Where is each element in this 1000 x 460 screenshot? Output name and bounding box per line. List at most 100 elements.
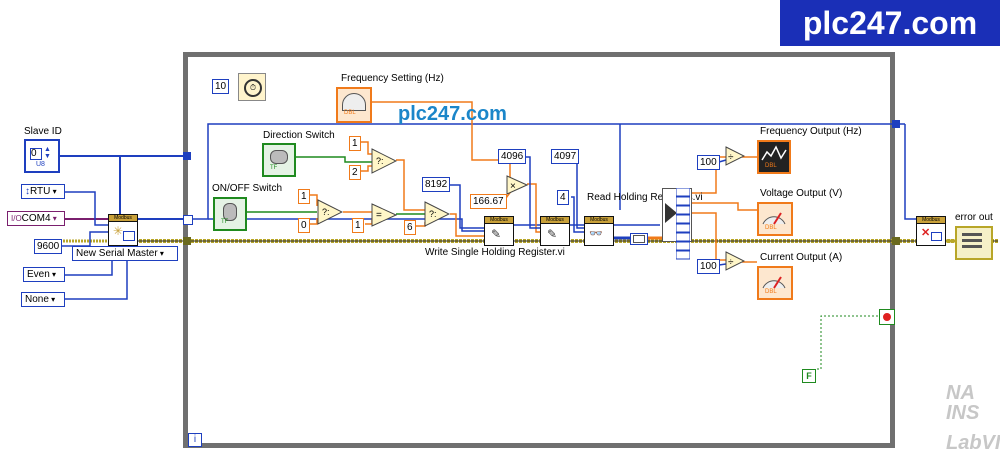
type-dbl-label: DBL: [765, 163, 777, 169]
const-1a[interactable]: 1: [349, 136, 361, 151]
knob-icon: [342, 93, 366, 111]
iteration-terminal: i: [188, 433, 202, 447]
mode-ring[interactable]: ↕RTU ▾: [21, 184, 65, 199]
while-loop-frame: [183, 52, 895, 448]
cluster-icon: [962, 233, 982, 236]
to-double-conversion[interactable]: [630, 233, 648, 245]
serial-port-icon: [931, 232, 942, 241]
slave-id-type: U8: [36, 161, 45, 168]
parity-ring[interactable]: Even ▾: [23, 267, 65, 282]
write-single-register-vi-2[interactable]: Modbus ✎: [540, 216, 570, 246]
baud-constant[interactable]: 9600: [34, 239, 63, 254]
type-dbl-label: DBL: [765, 289, 777, 295]
master-type-ring[interactable]: New Serial Master ▾: [72, 246, 178, 261]
type-bool-label: TF: [270, 165, 278, 171]
write-single-register-vi-1[interactable]: Modbus ✎: [484, 216, 514, 246]
equal-function[interactable]: =: [371, 203, 397, 227]
slave-id-value: 0: [30, 148, 42, 160]
close-master-vi[interactable]: Modbus ✕: [916, 216, 946, 246]
slave-id-control[interactable]: 0 ▲▼ U8: [24, 139, 60, 173]
select-function-3[interactable]: ?:: [424, 201, 450, 227]
on-off-switch-label: ON/OFF Switch: [212, 183, 283, 194]
dropdown-arrow-icon: ▾: [48, 295, 56, 304]
flow-ring[interactable]: None ▾: [21, 292, 65, 307]
const-2[interactable]: 2: [349, 165, 361, 180]
voltage-output-indicator: DBL: [757, 202, 793, 236]
dropdown-arrow-icon: ▾: [50, 214, 57, 223]
vi-header: Modbus: [917, 217, 945, 224]
const-8192[interactable]: 8192: [422, 177, 451, 192]
serial-port-icon: [123, 231, 135, 241]
array-icon: [633, 235, 645, 243]
vi-header: Modbus: [485, 217, 513, 224]
error-tunnel-in: [183, 237, 191, 245]
master-tunnel-out: [892, 120, 900, 128]
index-outputs: [675, 187, 691, 268]
svg-text:÷: ÷: [728, 152, 734, 163]
select-function-2[interactable]: ?:: [317, 199, 343, 225]
frequency-setting-label: Frequency Setting (Hz): [341, 73, 444, 84]
clock-icon: ⏱: [244, 79, 262, 97]
false-constant[interactable]: F: [802, 369, 816, 383]
brand-banner: plc247.com: [780, 0, 1000, 46]
const-0[interactable]: 0: [298, 218, 310, 233]
direction-switch-control[interactable]: TF: [262, 143, 296, 177]
vi-header: Modbus: [541, 217, 569, 224]
const-100-b[interactable]: 100: [697, 259, 720, 274]
on-off-switch-control[interactable]: TF: [213, 197, 247, 231]
voltage-output-label: Voltage Output (V): [760, 188, 843, 199]
const-1b[interactable]: 1: [298, 189, 310, 204]
divide-function-2[interactable]: ÷: [725, 251, 745, 271]
direction-switch-label: Direction Switch: [263, 130, 335, 141]
stop-condition-terminal[interactable]: [879, 309, 895, 325]
frequency-output-indicator: DBL: [757, 140, 791, 174]
master-tunnel: [183, 215, 193, 225]
parity-value: Even: [27, 269, 50, 280]
read-holding-registers-vi[interactable]: Modbus 👓: [584, 216, 614, 246]
visa-resource-control[interactable]: I/OCOM4 ▾: [7, 211, 65, 226]
new-serial-master-vi[interactable]: Modbus ✳: [108, 214, 138, 246]
dropdown-arrow-icon: ▾: [49, 270, 57, 279]
const-4097[interactable]: 4097: [551, 149, 580, 164]
star-icon: ✳: [113, 224, 124, 238]
dropdown-arrow-icon: ▾: [157, 249, 164, 258]
frequency-setting-control[interactable]: DBL: [336, 87, 372, 123]
error-out-label: error out: [955, 212, 993, 223]
const-1c[interactable]: 1: [352, 218, 364, 233]
glasses-read-icon: 👓: [589, 228, 603, 240]
spin-arrows-icon[interactable]: ▲▼: [44, 146, 51, 160]
multiply-function[interactable]: ×: [506, 175, 528, 195]
stop-icon: [883, 313, 891, 321]
gauge-icon: [762, 276, 786, 289]
type-bool-label: TF: [221, 219, 229, 225]
wait-ms-function[interactable]: ⏱: [238, 73, 266, 101]
labview-logo: LabVIE: [946, 432, 1000, 454]
index-arrow-icon: [665, 203, 677, 223]
current-output-label: Current Output (A): [760, 252, 843, 263]
read-holding-label: Read Holding Registers.vi: [587, 192, 703, 203]
type-dbl-label: DBL: [344, 110, 356, 116]
frequency-output-label: Frequency Output (Hz): [760, 126, 862, 137]
flow-value: None: [25, 294, 49, 305]
pen-write-icon: ✎: [491, 227, 502, 241]
mode-value: RTU: [30, 186, 51, 197]
close-x-icon: ✕: [921, 227, 931, 239]
current-output-indicator: DBL: [757, 266, 793, 300]
wait-constant[interactable]: 10: [212, 79, 230, 94]
visa-icon: I/O: [11, 214, 22, 223]
type-dbl-label: DBL: [765, 225, 777, 231]
svg-text:?:: ?:: [322, 207, 330, 217]
dropdown-arrow-icon: ▾: [50, 187, 57, 196]
const-6[interactable]: 6: [404, 220, 416, 235]
select-function-1[interactable]: ?:: [371, 148, 397, 174]
svg-text:÷: ÷: [728, 257, 734, 268]
const-4[interactable]: 4: [557, 190, 569, 205]
const-100-a[interactable]: 100: [697, 155, 720, 170]
const-166-67[interactable]: 166.67: [470, 194, 507, 209]
pen-write-icon: ✎: [547, 227, 558, 241]
divide-function-1[interactable]: ÷: [725, 146, 745, 166]
ni-logo: NA INS: [946, 382, 980, 424]
const-4096[interactable]: 4096: [498, 149, 527, 164]
toggle-switch-icon: [270, 150, 288, 164]
